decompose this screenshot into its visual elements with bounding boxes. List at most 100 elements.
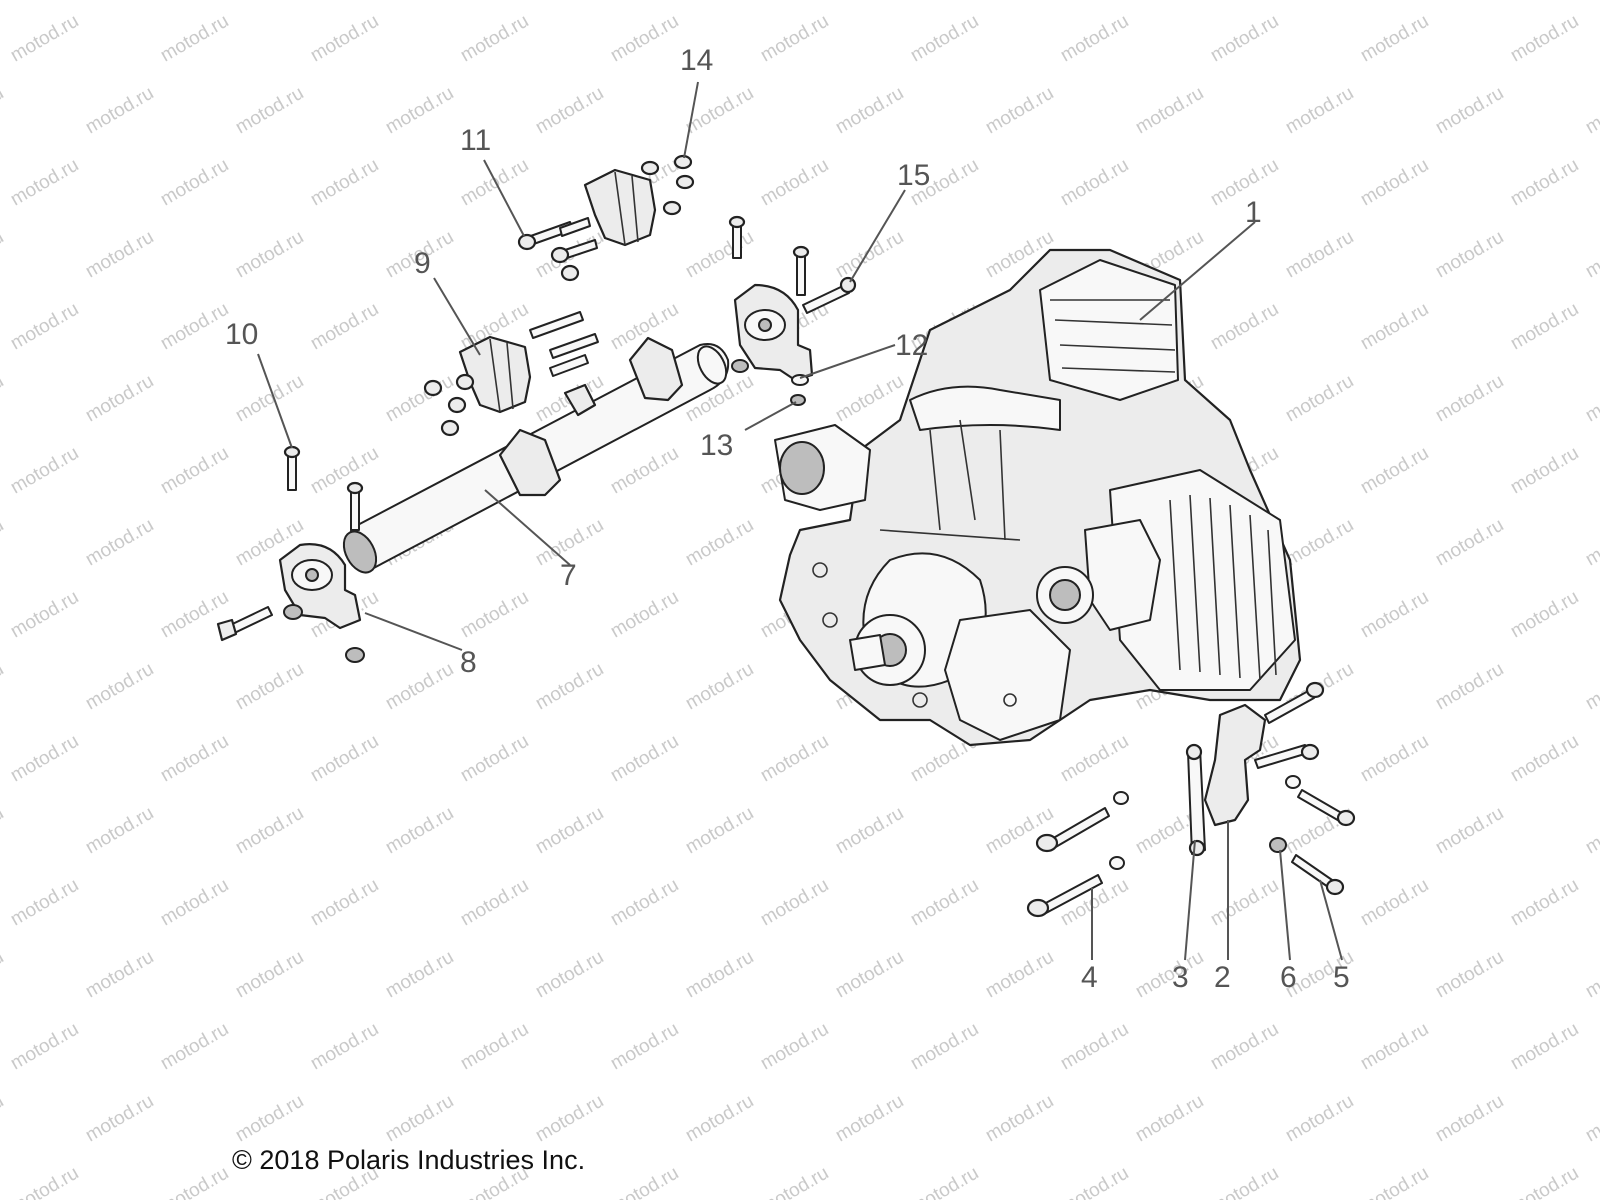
callout-9: 9 — [414, 247, 431, 280]
watermark-text: motod.ru — [157, 1019, 232, 1075]
watermark-text: motod.ru — [607, 587, 682, 643]
watermark-text: motod.ru — [1357, 299, 1432, 355]
watermark-text: motod.ru — [607, 731, 682, 787]
watermark-text: motod.ru — [157, 299, 232, 355]
watermark-text: motod.ru — [7, 1019, 82, 1075]
watermark-text: motod.ru — [1507, 11, 1582, 67]
watermark-text: motod.ru — [607, 1163, 682, 1200]
watermark-text: motod.ru — [232, 83, 307, 139]
watermark-text: motod.ru — [7, 299, 82, 355]
callout-5: 5 — [1333, 961, 1350, 994]
watermark-text: motod.ru — [382, 83, 457, 139]
watermark-text: motod.ru — [907, 1163, 982, 1200]
watermark-text: motod.ru — [832, 371, 907, 427]
watermark-text: motod.ru — [0, 1091, 7, 1147]
watermark-text: motod.ru — [1057, 1163, 1132, 1200]
watermark-text: motod.ru — [532, 1091, 607, 1147]
watermark-text: motod.ru — [1357, 155, 1432, 211]
watermark-text: motod.ru — [1507, 443, 1582, 499]
watermark-text: motod.ru — [157, 155, 232, 211]
left-mount — [216, 445, 365, 663]
watermark-text: motod.ru — [832, 83, 907, 139]
watermark-text: motod.ru — [82, 83, 157, 139]
watermark-text: motod.ru — [307, 11, 382, 67]
watermark-text: motod.ru — [0, 515, 7, 571]
leader-lines — [257, 81, 1343, 961]
watermark-text: motod.ru — [0, 803, 7, 859]
watermark-text: motod.ru — [982, 1091, 1057, 1147]
watermark-text: motod.ru — [0, 83, 7, 139]
copyright-notice: © 2018 Polaris Industries Inc. — [232, 1145, 586, 1175]
watermark-text: motod.ru — [82, 659, 157, 715]
watermark-text: motod.ru — [307, 731, 382, 787]
watermark-text: motod.ru — [82, 227, 157, 283]
watermark-text: motod.ru — [832, 1091, 907, 1147]
watermark-text: motod.ru — [382, 803, 457, 859]
watermark-text: motod.ru — [682, 659, 757, 715]
watermark-text: motod.ru — [7, 155, 82, 211]
lower-bracket-hardware — [1026, 681, 1356, 918]
leader-11 — [483, 159, 525, 237]
watermark-text: motod.ru — [382, 659, 457, 715]
watermark-text: motod.ru — [457, 875, 532, 931]
leader-5 — [1319, 879, 1343, 961]
watermark-text: motod.ru — [1432, 659, 1507, 715]
watermark-text: motod.ru — [7, 875, 82, 931]
watermark-text: motod.ru — [82, 947, 157, 1003]
watermark-text: motod.ru — [1057, 1019, 1132, 1075]
upper-clamp — [517, 154, 695, 282]
watermark-text: motod.ru — [607, 443, 682, 499]
watermark-text: motod.ru — [757, 155, 832, 211]
watermark-text: motod.ru — [682, 803, 757, 859]
watermark-text: motod.ru — [757, 875, 832, 931]
watermark-text: motod.ru — [757, 731, 832, 787]
watermark-text: motod.ru — [7, 731, 82, 787]
callout-13: 13 — [700, 429, 733, 462]
right-mount — [728, 215, 857, 406]
watermark-text: motod.ru — [532, 947, 607, 1003]
watermark-text: motod.ru — [1357, 443, 1432, 499]
watermark-text: motod.ru — [1057, 731, 1132, 787]
watermark-text: motod.ru — [7, 587, 82, 643]
watermark-text: motod.ru — [1282, 515, 1357, 571]
crossmember-tube — [342, 336, 730, 574]
watermark-text: motod.ru — [1432, 371, 1507, 427]
callout-12: 12 — [895, 329, 928, 362]
watermark-text: motod.ru — [907, 11, 982, 67]
watermark-text: motod.ru — [382, 947, 457, 1003]
watermark-text: motod.ru — [832, 227, 907, 283]
callout-1: 1 — [1245, 196, 1262, 229]
watermark-text: motod.ru — [157, 11, 232, 67]
watermark-text: motod.ru — [1582, 659, 1600, 715]
watermark-text: motod.ru — [682, 1091, 757, 1147]
watermark-text: motod.ru — [382, 371, 457, 427]
watermark-text: motod.ru — [157, 443, 232, 499]
watermark-text: motod.ru — [1207, 11, 1282, 67]
watermark-text: motod.ru — [907, 1019, 982, 1075]
watermark-text: motod.ru — [82, 1091, 157, 1147]
watermark-text: motod.ru — [1357, 11, 1432, 67]
watermark-text: motod.ru — [232, 803, 307, 859]
watermark-text: motod.ru — [607, 875, 682, 931]
callout-14: 14 — [680, 44, 713, 77]
leader-6 — [1279, 849, 1291, 961]
watermark-text: motod.ru — [1207, 299, 1282, 355]
callout-2: 2 — [1214, 961, 1231, 994]
watermark-text: motod.ru — [1582, 515, 1600, 571]
watermark-text: motod.ru — [0, 227, 7, 283]
watermark-text: motod.ru — [7, 443, 82, 499]
watermark-text: motod.ru — [532, 803, 607, 859]
callout-10: 10 — [225, 318, 258, 351]
watermark-text: motod.ru — [1432, 515, 1507, 571]
watermark-text: motod.ru — [757, 11, 832, 67]
callout-6: 6 — [1280, 961, 1297, 994]
watermark-text: motod.ru — [1057, 155, 1132, 211]
watermark-text: motod.ru — [1432, 1091, 1507, 1147]
watermark-text: motod.ru — [1357, 875, 1432, 931]
watermark-text: motod.ru — [82, 371, 157, 427]
watermark-text: motod.ru — [157, 875, 232, 931]
watermark-text: motod.ru — [1132, 83, 1207, 139]
engine-assembly — [774, 248, 1302, 747]
watermark-text: motod.ru — [1357, 1163, 1432, 1200]
watermark-text: motod.ru — [457, 731, 532, 787]
